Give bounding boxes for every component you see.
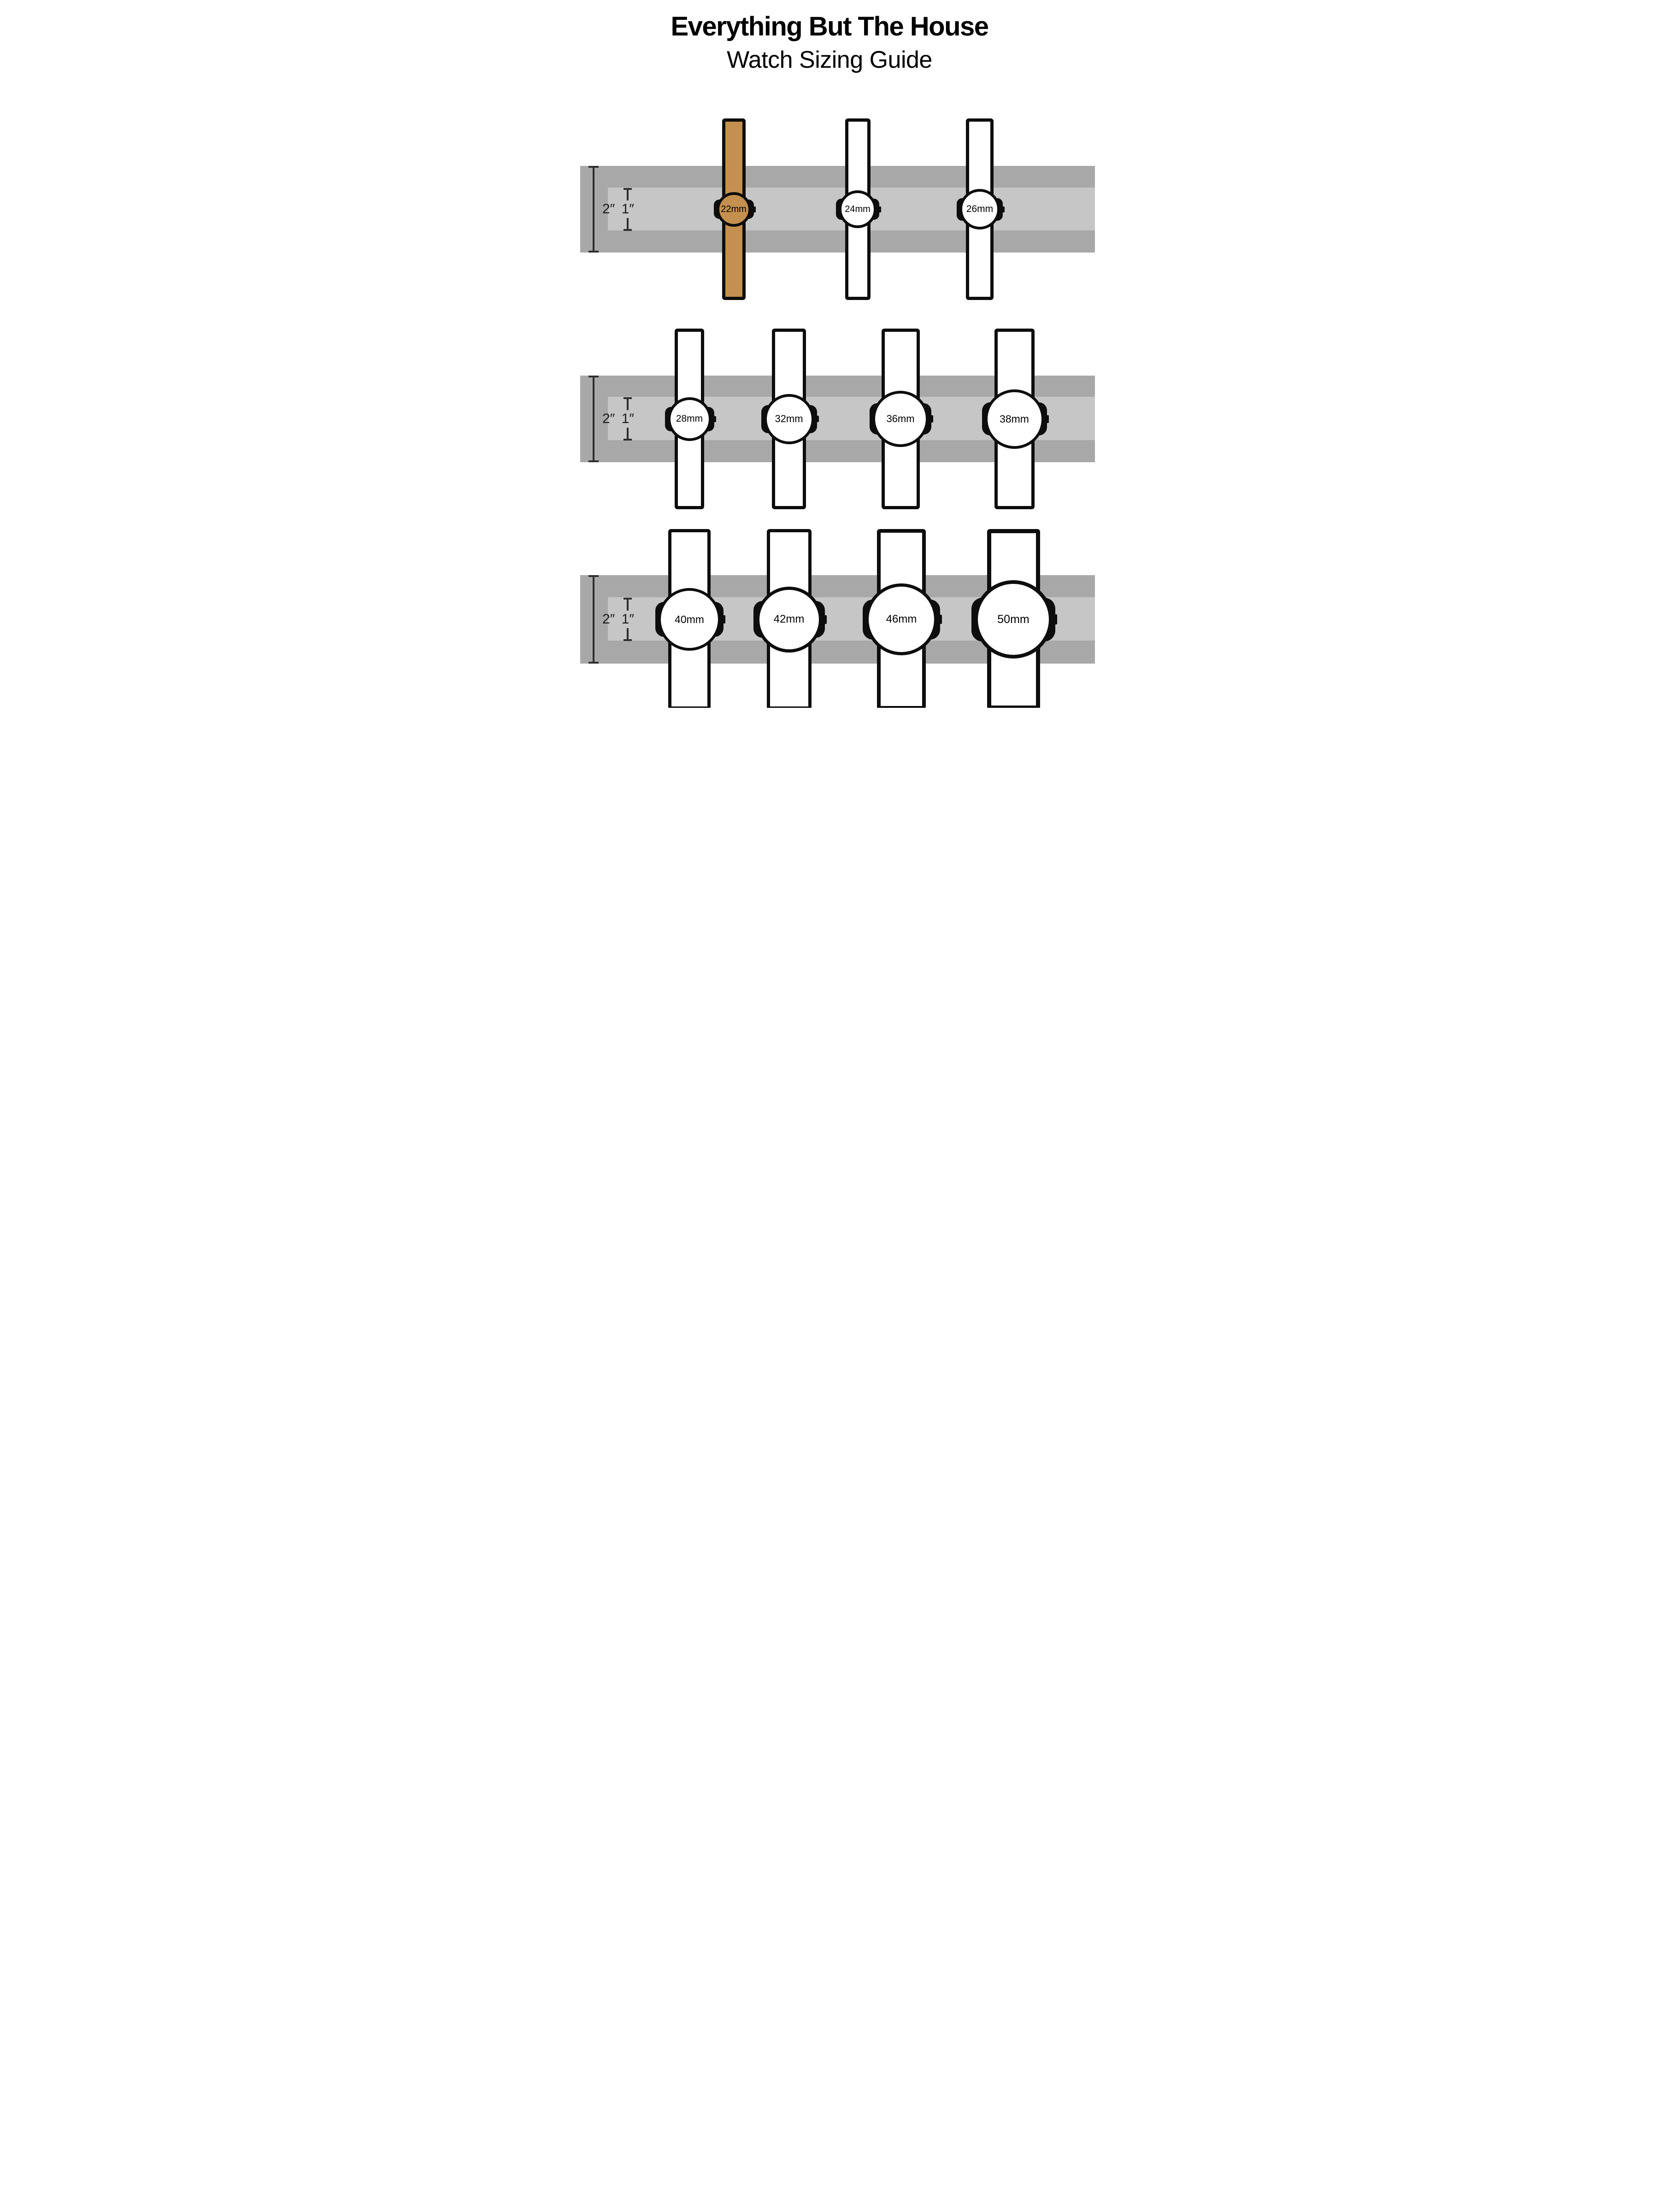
watch-face: 24mm: [839, 190, 877, 228]
gauge-2in-label: 2″: [602, 411, 615, 426]
gauge-cap-top: [624, 598, 632, 600]
watch-sizing-guide: Everything But The House Watch Sizing Gu…: [564, 0, 1095, 708]
watch-face: 42mm: [756, 586, 822, 653]
watch-crown: [710, 416, 716, 422]
watch-size-label: 24mm: [845, 204, 871, 214]
watch-face: 26mm: [959, 189, 1000, 229]
gauge-line: [593, 377, 594, 460]
watch-face: 28mm: [667, 397, 712, 441]
watch-face: 22mm: [716, 192, 751, 227]
gauge-cap-top: [588, 575, 599, 577]
gauge-1in-label: 1″: [621, 612, 634, 627]
watch-face: 46mm: [865, 583, 937, 655]
measurement-gauge: 2″ 1″: [588, 166, 637, 253]
watch-crown: [936, 615, 942, 624]
watch-crown: [1052, 614, 1057, 624]
watch-face: 50mm: [974, 580, 1053, 659]
gauge-cap-top: [588, 376, 599, 377]
watch-face: 36mm: [872, 391, 929, 447]
gauge-1in-label: 1″: [621, 411, 634, 426]
watch-crown: [928, 415, 933, 423]
gauge-cap-bottom: [588, 460, 599, 462]
gauge-2in-marker: [588, 575, 599, 664]
watch-size-label: 46mm: [886, 613, 917, 625]
watch-face: 38mm: [984, 389, 1044, 449]
gauge-cap-bottom: [624, 439, 632, 441]
guide-subtitle: Watch Sizing Guide: [727, 47, 932, 73]
gauge-2in-marker: [588, 376, 599, 462]
gauge-line: [593, 168, 594, 251]
gauge-line: [593, 577, 594, 662]
watch-size-label: 50mm: [997, 612, 1030, 626]
watch-crown: [813, 416, 819, 422]
gauge-line: [627, 218, 629, 229]
gauge-1in-marker: 1″: [618, 188, 637, 231]
watch-crown: [750, 206, 756, 212]
watch-crown: [1043, 415, 1049, 423]
gauge-2in-label: 2″: [602, 201, 615, 217]
watch-size-label: 38mm: [1000, 412, 1029, 425]
brand-title: Everything But The House: [671, 12, 989, 41]
measurement-gauge: 2″ 1″: [588, 575, 637, 664]
watch-crown: [821, 615, 827, 624]
measurement-gauge: 2″ 1″: [588, 376, 637, 462]
gauge-1in-marker: 1″: [618, 598, 637, 641]
watch-size-label: 36mm: [886, 413, 915, 424]
gauge-cap-top: [624, 397, 632, 399]
watch-face: 32mm: [764, 394, 814, 444]
gauge-cap-bottom: [624, 639, 632, 641]
gauge-line: [627, 399, 629, 410]
watch-crown: [999, 206, 1005, 212]
gauge-1in-marker: 1″: [618, 397, 637, 441]
gauge-cap-bottom: [588, 251, 599, 253]
gauge-cap-top: [624, 188, 632, 190]
gauge-2in-marker: [588, 166, 599, 253]
gauge-1in-label: 1″: [621, 201, 634, 217]
watch-size-label: 26mm: [966, 204, 994, 214]
gauge-line: [627, 628, 629, 639]
gauge-line: [627, 189, 629, 200]
gauge-2in-label: 2″: [602, 612, 615, 627]
gauge-cap-bottom: [588, 662, 599, 664]
watch-face: 40mm: [658, 588, 721, 651]
watch-size-label: 32mm: [775, 413, 803, 424]
watch-size-label: 28mm: [676, 413, 703, 424]
gauge-line: [627, 600, 629, 611]
watch-crown: [720, 615, 725, 624]
gauge-line: [627, 428, 629, 439]
watch-size-label: 42mm: [773, 613, 805, 625]
watch-crown: [876, 206, 881, 212]
watch-size-label: 22mm: [721, 204, 747, 214]
gauge-cap-top: [588, 166, 599, 168]
gauge-cap-bottom: [624, 229, 632, 231]
watch-size-label: 40mm: [675, 613, 704, 625]
